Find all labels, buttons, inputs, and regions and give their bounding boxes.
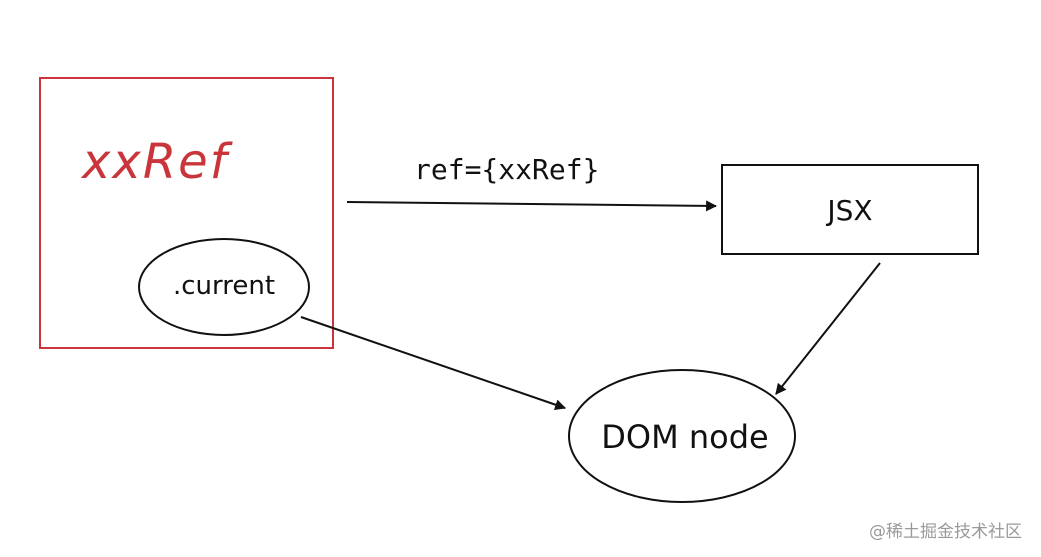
ref-object-frame (39, 77, 334, 349)
jsx-frame (721, 164, 979, 255)
current-property-label: .current (173, 271, 275, 301)
current-property-ellipse (138, 238, 310, 336)
jsx-to-dom-arrow (775, 262, 881, 395)
ref-object-title: xxRef (80, 134, 233, 190)
current-to-dom-arrow (300, 316, 567, 410)
current-property-node: .current (138, 238, 310, 336)
watermark-text: @稀土掘金技术社区 (869, 522, 1022, 542)
ref-object-node: xxRef .current (39, 77, 334, 349)
dom-node-ellipse (568, 369, 796, 503)
dom-node-label: DOM node (601, 418, 768, 456)
ref-assignment-label: ref={xxRef} (414, 153, 599, 186)
ref-assignment-edge: ref={xxRef} (346, 153, 718, 212)
jsx-node: JSX (721, 164, 979, 255)
jsx-label: JSX (825, 194, 872, 227)
dom-node: DOM node (568, 369, 796, 503)
ref-assignment-arrow (346, 200, 718, 212)
